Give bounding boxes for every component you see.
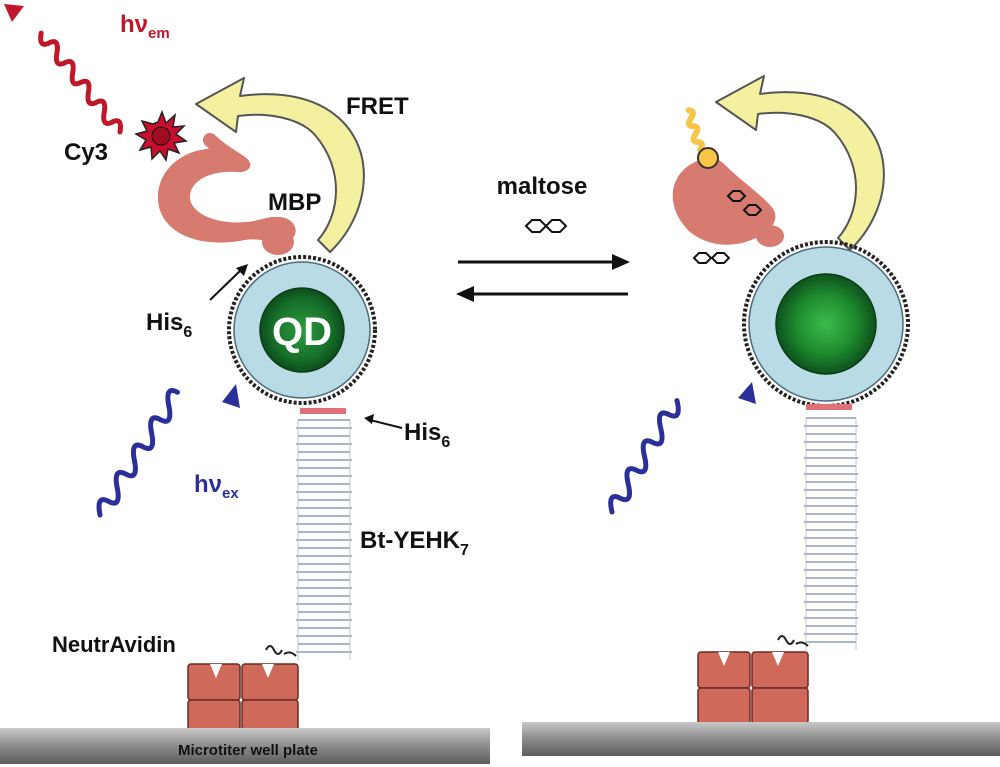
qd-core xyxy=(259,287,345,373)
emission-sub: em xyxy=(148,25,170,42)
neutravidin-blocks-right xyxy=(697,651,809,725)
his-top-sub: 6 xyxy=(183,324,192,341)
linker-label: Bt-YEHK7 xyxy=(360,527,469,559)
emission-hv: hν xyxy=(120,11,148,38)
linker-sub: 7 xyxy=(460,542,469,559)
microtiter-plate-right xyxy=(522,722,1000,756)
peptide-helix-right xyxy=(804,417,858,650)
cy3-core xyxy=(151,126,171,146)
mbp-linker xyxy=(203,133,247,169)
excitation-label: hνex xyxy=(194,471,239,502)
forward-arrowhead xyxy=(612,254,630,270)
his-tag-bottom-right xyxy=(806,404,852,410)
his-pointer-bottom-head xyxy=(364,414,374,424)
mbp-closed xyxy=(672,157,776,245)
neutravidin-label: NeutrAvidin xyxy=(52,632,176,657)
his-top-text: His xyxy=(146,309,183,336)
his-label-bottom: His6 xyxy=(404,419,450,451)
his-bottom-text: His xyxy=(404,419,441,446)
bound-maltose xyxy=(726,190,763,216)
mbp-foot xyxy=(262,229,294,255)
emission-label: hνem xyxy=(120,11,170,42)
peptide-helix xyxy=(296,419,352,660)
qd-coat-right xyxy=(742,240,910,408)
fret-arrow xyxy=(195,77,365,253)
equilibrium: maltose xyxy=(456,173,630,302)
emission-arrowhead xyxy=(4,4,24,22)
excitation-arrowhead xyxy=(222,384,240,408)
emission-wave xyxy=(38,30,123,135)
qd-core-right xyxy=(775,273,877,375)
cy3-label: Cy3 xyxy=(64,139,108,166)
mbp-label: MBP xyxy=(268,189,321,216)
fret-arrow-right xyxy=(715,75,885,251)
qd-coat xyxy=(227,255,377,405)
weak-emission-wave xyxy=(685,107,705,153)
plate-label: Microtiter well plate xyxy=(178,742,318,759)
excitation-wave-right xyxy=(608,398,681,515)
his-pointer-bottom xyxy=(369,419,403,429)
his-pointer-top-head xyxy=(236,264,248,276)
his-label-top: His6 xyxy=(146,309,192,341)
neutravidin-blocks xyxy=(187,663,299,731)
mbp-foot-right xyxy=(756,225,784,247)
excitation-hv: hν xyxy=(194,471,222,498)
fret-label: FRET xyxy=(346,93,409,120)
qd-label: QD xyxy=(272,310,332,354)
left-panel: QD Microtiter well plate hνem xyxy=(0,4,490,764)
mbp-protein xyxy=(157,148,296,243)
excitation-sub: ex xyxy=(222,485,239,502)
right-panel xyxy=(522,75,1000,756)
linker-text: Bt-YEHK xyxy=(360,527,461,554)
excitation-arrowhead-right xyxy=(738,382,756,404)
his-pointer-top xyxy=(209,267,244,301)
maltose-icon xyxy=(524,219,568,233)
excitation-wave xyxy=(96,388,180,518)
cy3-quenched xyxy=(697,147,719,169)
biotin-left xyxy=(265,645,297,657)
his-bottom-sub: 6 xyxy=(441,434,450,451)
reverse-arrowhead xyxy=(456,286,474,302)
biotin-right xyxy=(777,635,809,647)
microtiter-plate xyxy=(0,728,490,764)
maltose-label: maltose xyxy=(497,173,588,200)
his-tag-bottom xyxy=(300,408,346,414)
free-maltose xyxy=(692,252,731,264)
